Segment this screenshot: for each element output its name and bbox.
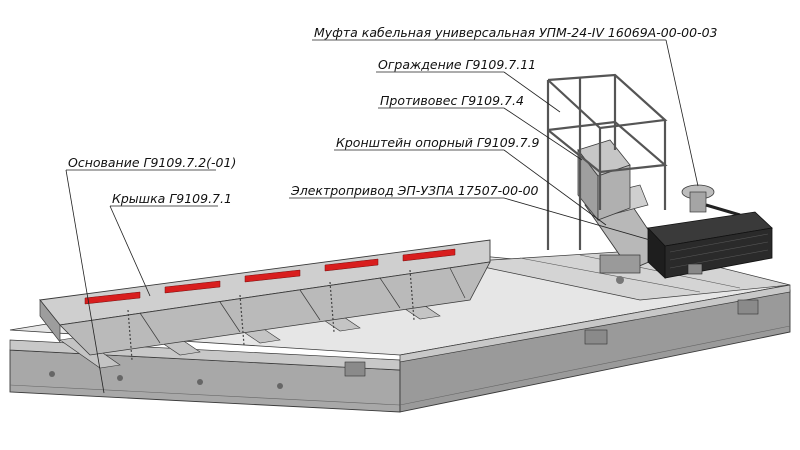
electric-drive [647,211,773,279]
counterweight [577,139,631,222]
conveyor-covers [39,239,491,361]
label-guard-rail: Ограждение Г9109.7.11 [378,57,536,72]
label-counterweight: Противовес Г9109.7.4 [380,93,524,108]
label-support-bracket: Кронштейн опорный Г9109.7.9 [336,135,540,150]
cable-coupling [681,184,741,217]
leader-lines [65,39,699,394]
label-electric-drive: Электропривод ЭП-УЗПА 17507-00-00 [290,183,539,198]
label-base: Основание Г9109.7.2(-01) [68,155,236,170]
guard-rail [546,73,668,250]
label-cable-coupling: Муфта кабельная универсальная УПМ-24-IV … [314,25,718,40]
label-cover: Крышка Г9109.7.1 [112,191,232,206]
